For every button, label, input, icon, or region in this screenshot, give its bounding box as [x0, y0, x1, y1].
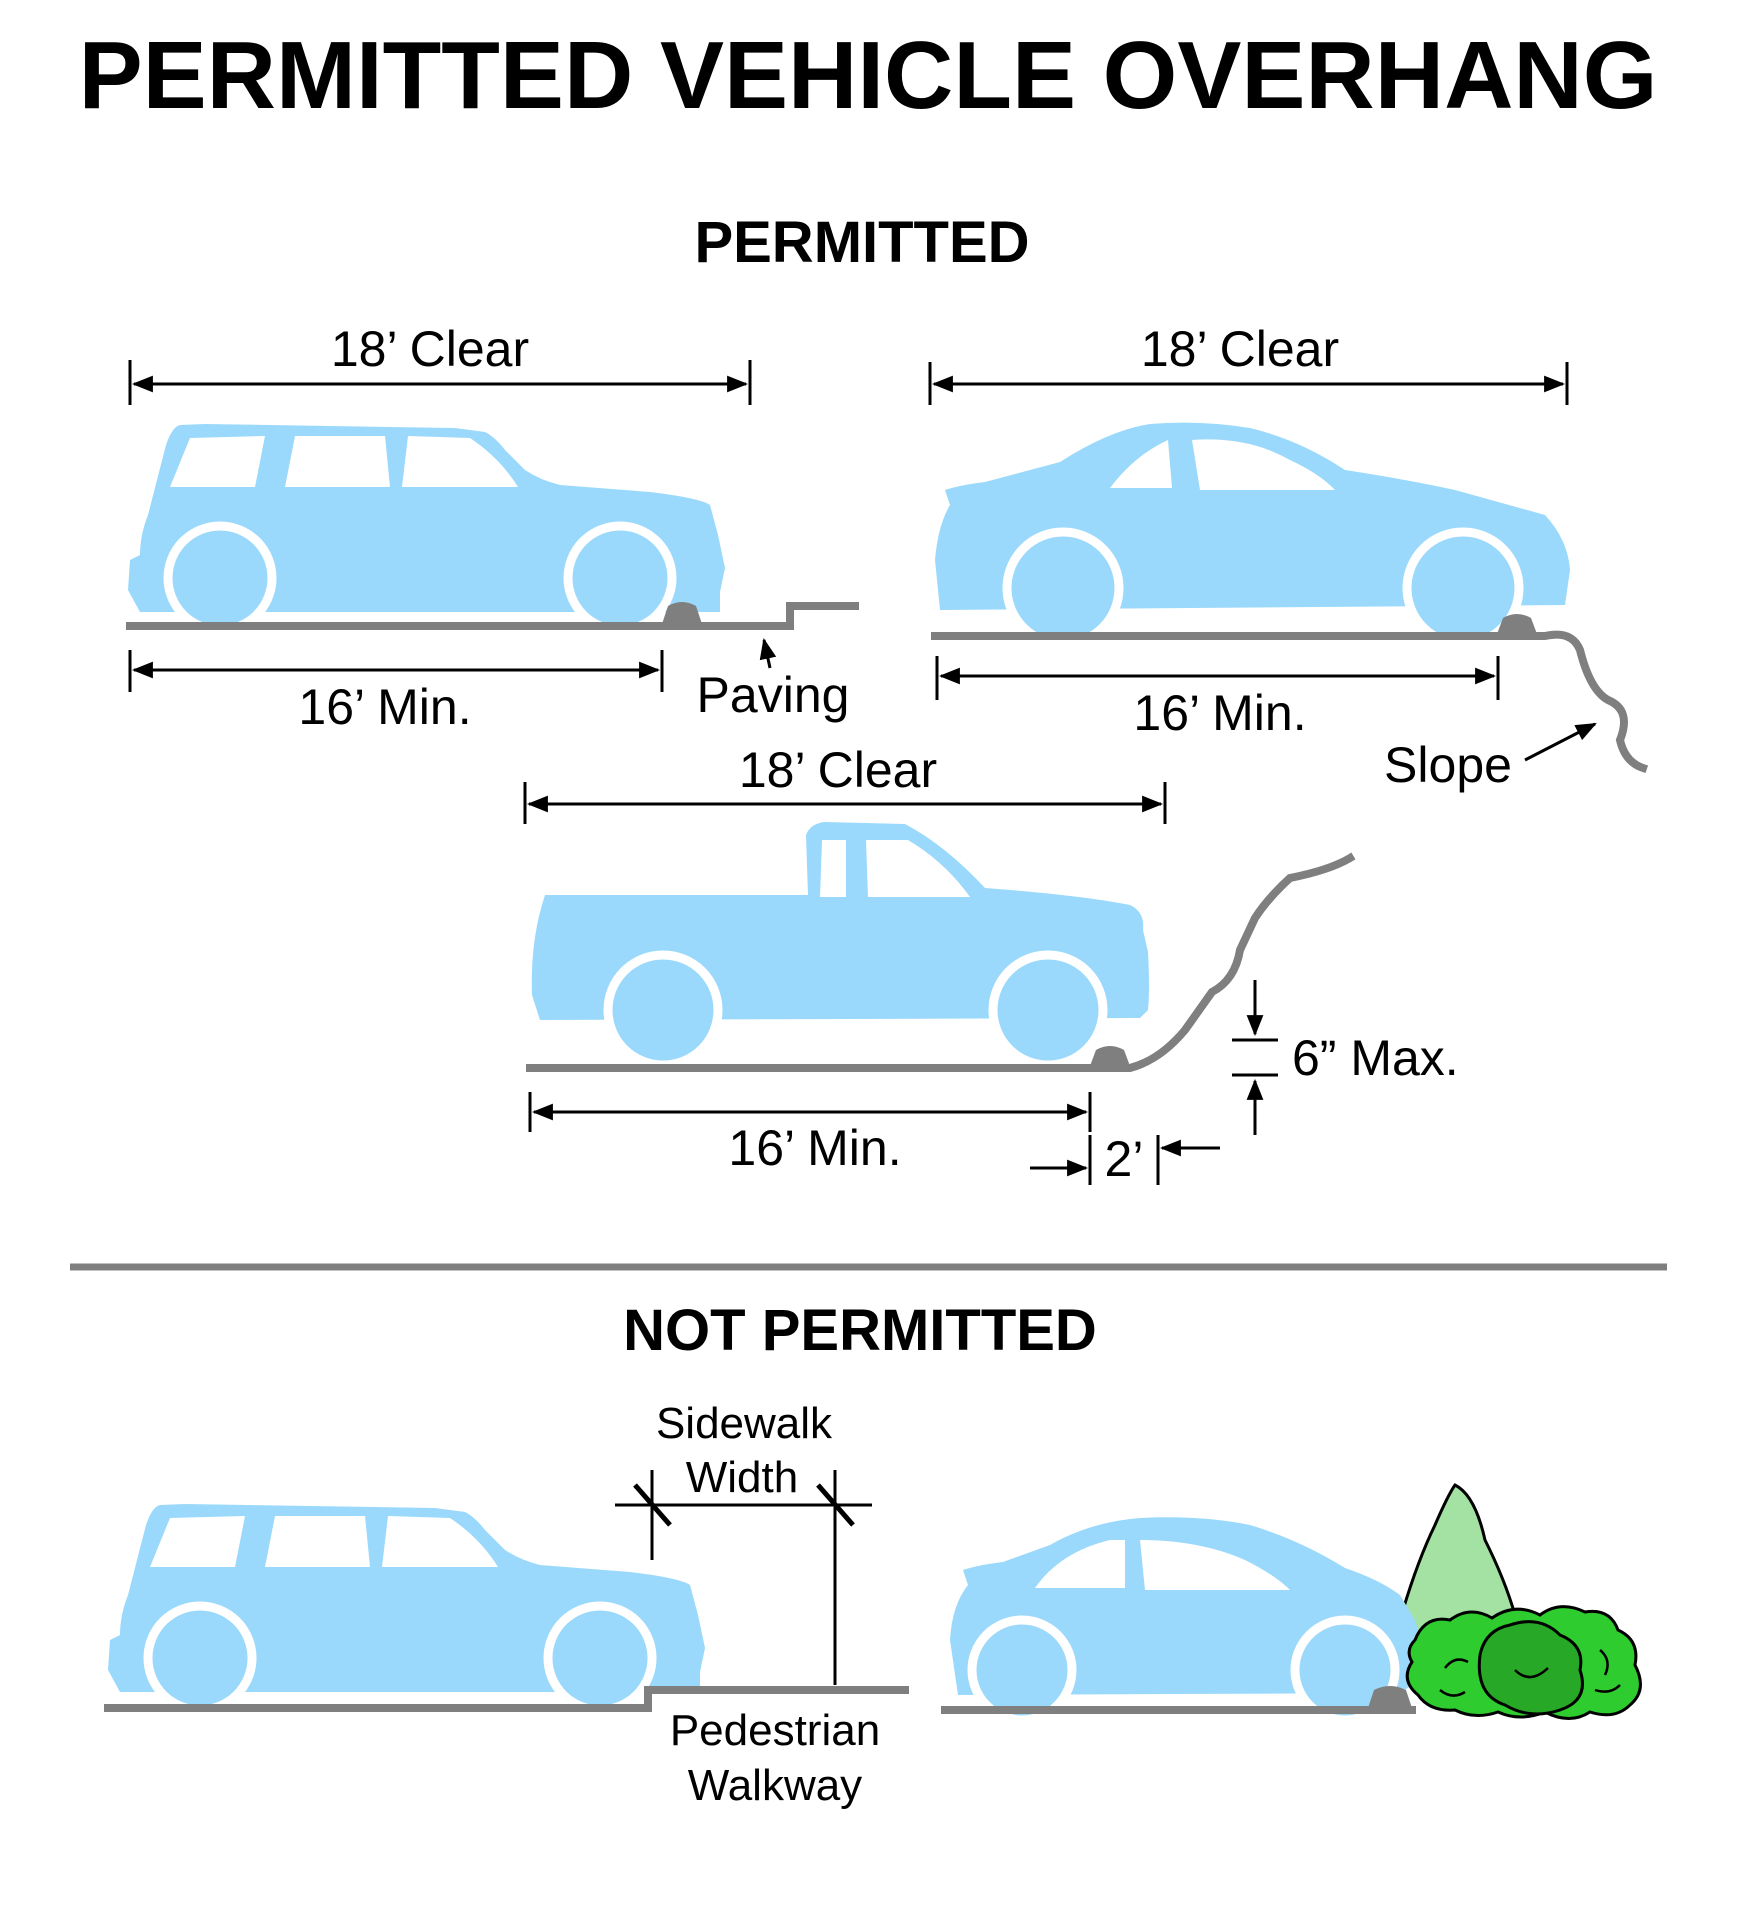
ground-line: [126, 602, 859, 630]
wheel-stop: [1368, 1686, 1412, 1708]
slope-pointer: [1524, 722, 1597, 762]
wheel: [1290, 1615, 1400, 1725]
pickup-rear-window: [820, 840, 846, 897]
slope-label: Slope: [1384, 737, 1512, 793]
pickup-vehicle: [531, 822, 1149, 1070]
suv-middle-window: [285, 436, 390, 487]
not-permitted-landscape-example: [941, 1483, 1642, 1725]
sedan-vehicle: [950, 1517, 1422, 1725]
wheel: [988, 950, 1108, 1070]
paving-label: Paving: [697, 667, 850, 723]
ground-curb-line: [104, 1686, 909, 1712]
clear-dimension-label: 18’ Clear: [331, 321, 529, 377]
clear-dimension-label: 18’ Clear: [739, 742, 937, 798]
wheel: [543, 1601, 657, 1715]
min-dimension-label: 16’ Min.: [298, 679, 471, 735]
sidewalk-dimension-slash: [816, 1483, 855, 1527]
suv-vehicle: [128, 424, 725, 635]
wheel-stop: [1090, 1046, 1130, 1066]
sedan-rear-window: [1035, 1540, 1125, 1588]
wheel: [163, 521, 277, 635]
clear-dimension-label: 18’ Clear: [1141, 321, 1339, 377]
sidewalk-width-label-line2: Width: [686, 1453, 798, 1502]
pedestrian-walkway-label-line2: Walkway: [688, 1761, 862, 1810]
suv-rear-window: [150, 1516, 245, 1567]
wheel: [1002, 527, 1124, 649]
sedan-front-window: [1192, 439, 1335, 490]
shrub-icon: [1405, 1605, 1642, 1720]
page-title: PERMITTED VEHICLE OVERHANG: [79, 22, 1658, 129]
sedan-front-window: [1140, 1540, 1290, 1590]
sidewalk-dimension-slash: [633, 1483, 672, 1527]
not-permitted-heading: NOT PERMITTED: [623, 1298, 1097, 1363]
offset-dimension-label: 2’: [1105, 1131, 1144, 1187]
min-dimension-label: 16’ Min.: [728, 1120, 901, 1176]
suv-vehicle: [108, 1504, 705, 1715]
min-dimension-label: 16’ Min.: [1133, 685, 1306, 741]
wheel: [1402, 527, 1524, 649]
permitted-sedan-example: 18’ Clear 16’ Min. Slope: [928, 321, 1649, 793]
suv-front-window: [402, 436, 518, 487]
permitted-truck-example: 18’ Clear 16’ Min. 2’ 6” Max.: [523, 742, 1459, 1187]
sedan-rear-window: [1110, 440, 1172, 488]
pedestrian-walkway-label-line1: Pedestrian: [670, 1706, 880, 1755]
sidewalk-width-label-line1: Sidewalk: [656, 1399, 833, 1448]
wheel: [967, 1615, 1077, 1725]
ground-slope-line: [931, 630, 1649, 774]
wheel: [603, 950, 723, 1070]
permitted-heading: PERMITTED: [694, 210, 1029, 275]
wheel-stop: [1497, 614, 1537, 634]
wheel-stop: [662, 602, 702, 624]
pickup-front-window: [866, 840, 970, 897]
not-permitted-sidewalk-example: Sidewalk Width Pedestrian Walkway: [104, 1399, 909, 1810]
permitted-suv-example: 18’ Clear 16’ Min. Paving: [126, 321, 859, 735]
wheel: [563, 521, 677, 635]
ground-slope-line: [526, 852, 1356, 1072]
suv-middle-window: [265, 1516, 370, 1567]
sedan-vehicle: [935, 422, 1570, 649]
paving-pointer: [759, 637, 777, 669]
wheel: [143, 1601, 257, 1715]
suv-front-window: [382, 1516, 498, 1567]
height-dimension-label: 6” Max.: [1292, 1030, 1459, 1086]
suv-rear-window: [170, 436, 265, 487]
